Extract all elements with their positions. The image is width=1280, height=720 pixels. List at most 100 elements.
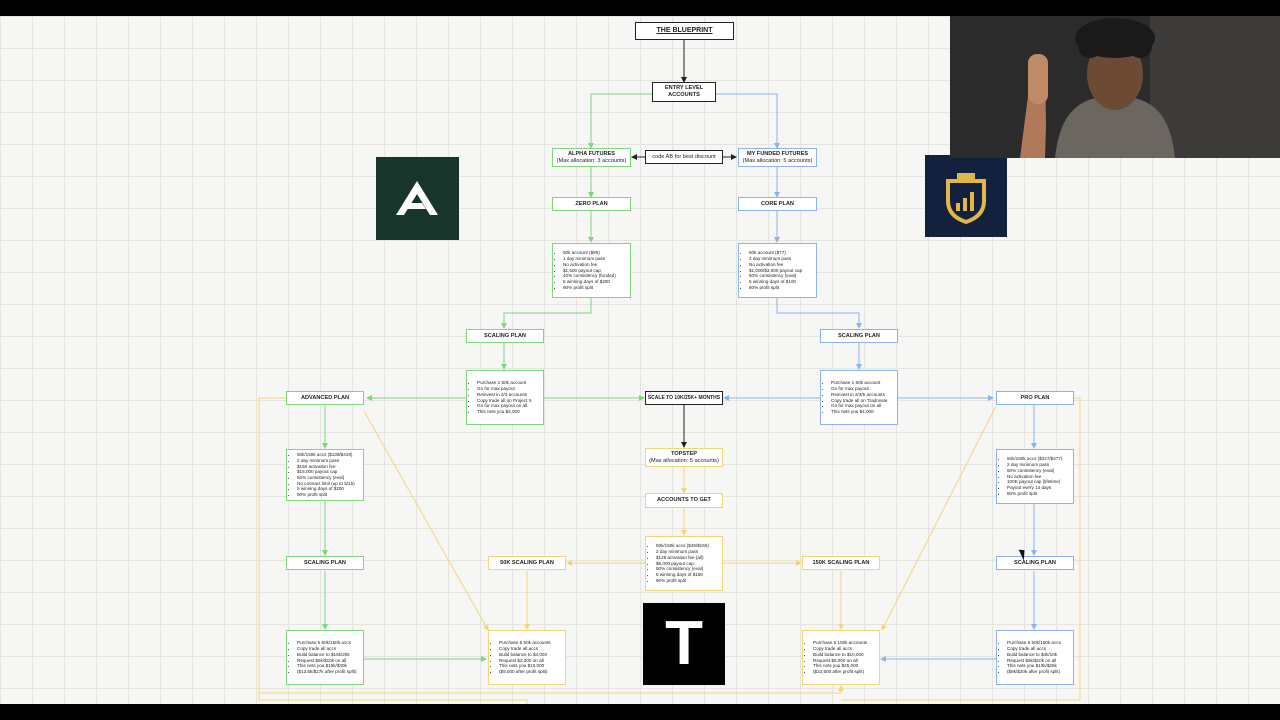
core-plan-details[interactable]: 50k account ($77)2 day minimum passNo ac… <box>738 243 817 298</box>
scaling-left-list: Purchase 1 50k accountGo for max payoutR… <box>470 380 532 414</box>
my-funded-futures-logo <box>925 155 1007 237</box>
list-item: Purchase 5 50k accounts <box>499 640 551 646</box>
list-item: 50k/150k accs ($227/$477) <box>1007 456 1062 462</box>
scaling-plan-right-label: SCALING PLAN <box>838 332 880 339</box>
list-item: Request $5k/$10k on all <box>1007 658 1061 664</box>
pro-list: 50k/150k accs ($227/$477)2 day minimum p… <box>1000 456 1062 496</box>
list-item: Copy trade all accs <box>813 646 867 652</box>
scaling-right-details[interactable]: Purchase 1 50k accountGo for max payoutR… <box>820 370 898 425</box>
scaling-plan-left-box[interactable]: SCALING PLAN <box>466 329 544 343</box>
list-item: Purchase 1 50k account <box>831 380 887 386</box>
list-item: ($8k/$20k after profit split) <box>1007 669 1061 675</box>
list-item: This nets you $25,000 <box>813 663 867 669</box>
wire-right-loop <box>841 397 1081 701</box>
list-item: $150 activation fee <box>297 464 355 470</box>
list-item: No contract limit (up to 5/15) <box>297 481 355 487</box>
list-item: 90% profit split <box>656 578 709 584</box>
mff-title: MY FUNDED FUTURES <box>746 150 809 157</box>
accounts-to-get-label: ACCOUNTS TO GET <box>657 497 711 503</box>
advanced-plan-label: ADVANCED PLAN <box>300 394 350 401</box>
list-item: ($22,500 after profit split) <box>813 669 867 675</box>
discount-code-box[interactable]: code AB for best discount <box>645 150 723 164</box>
pro-details[interactable]: 50k/150k accs ($227/$477)2 day minimum p… <box>996 449 1074 504</box>
list-item: 80% profit split <box>1007 491 1062 497</box>
mff-box[interactable]: MY FUNDED FUTURES(Max allocation: 5 acco… <box>738 148 817 167</box>
list-item: Copy trade all accs <box>1007 646 1061 652</box>
t150-bottom-details[interactable]: Purchase 5 150k accountsCopy trade all a… <box>802 630 880 685</box>
list-item: $1,500 payout cap <box>563 268 616 274</box>
accounts-to-get-box[interactable]: ACCOUNTS TO GET <box>645 493 723 508</box>
list-item: ($13.5k/$27k after profit split) <box>297 669 357 675</box>
alpha-futures-sub: (Max allocation: 3 accounts) <box>556 157 627 164</box>
scaling-150k-box[interactable]: 150K SCALING PLAN <box>802 556 880 570</box>
wire-entry-alpha <box>588 93 652 149</box>
zero-plan-details[interactable]: 50k account ($85)1 day minimum passNo ac… <box>552 243 631 298</box>
list-item: This nets you $4,000 <box>831 409 887 415</box>
list-item: 50k/150k accs ($49/$150) <box>656 543 709 549</box>
list-item: 90% profit split <box>297 492 355 498</box>
list-item: 2 day minimum pass <box>1007 462 1062 468</box>
t50-bottom-list: Purchase 5 50k accountsCopy trade all ac… <box>492 640 551 674</box>
topstep-details[interactable]: 50k/150k accs ($49/$150)2 day minimum pa… <box>645 536 723 591</box>
list-item: 80% profit split <box>749 285 802 291</box>
blueprint-title: THE BLUEPRINT <box>656 26 713 34</box>
list-item: Go for max payout <box>477 386 532 392</box>
list-item: No activation fee <box>563 262 616 268</box>
pro-bottom-details[interactable]: Purchase 5 50k/150k accsCopy trade all a… <box>996 630 1074 685</box>
list-item: 2 day minimum pass <box>297 458 355 464</box>
scaling-left-details[interactable]: Purchase 1 50k accountGo for max payoutR… <box>466 370 544 425</box>
list-item: Copy trade all accs <box>499 646 551 652</box>
list-item: 40% consistency (funded) <box>563 273 616 279</box>
topstep-title: TOPSTEP <box>670 450 697 457</box>
scaling-plan-pro-box[interactable]: SCALING PLAN <box>996 556 1074 570</box>
blueprint-title-box[interactable]: THE BLUEPRINT <box>635 22 734 40</box>
list-item: This nets you $4,000 <box>477 409 532 415</box>
scaling-plan-right-box[interactable]: SCALING PLAN <box>820 329 898 343</box>
alpha-futures-title: ALPHA FUTURES <box>567 150 616 157</box>
list-item: Purchase 5 50k/150k accs <box>297 640 357 646</box>
scale-to-box[interactable]: SCALE TO 10K/25K+ MONTHS <box>645 391 723 405</box>
list-item: Request $2,000 on all <box>499 658 551 664</box>
topstep-box[interactable]: TOPSTEP(Max allocation: 5 accounts) <box>645 448 723 467</box>
list-item: 50% consistency (eval) <box>656 566 709 572</box>
entry-level-label: ENTRY LEVEL ACCOUNTS <box>664 85 704 98</box>
alpha-futures-box[interactable]: ALPHA FUTURES(Max allocation: 3 accounts… <box>552 148 631 167</box>
list-item: 50k account ($77) <box>749 250 802 256</box>
list-item: Go for max payout on all <box>831 403 887 409</box>
list-item: 50% consistency (eval) <box>1007 468 1062 474</box>
list-item: 50k account ($85) <box>563 250 616 256</box>
scaling-plan-advanced-box[interactable]: SCALING PLAN <box>286 556 364 570</box>
wire-entry-mff <box>716 93 780 149</box>
scaling-150k-label: 150K SCALING PLAN <box>812 559 870 566</box>
t150-bottom-list: Purchase 5 150k accountsCopy trade all a… <box>806 640 867 674</box>
list-item: Request $5,000 on all <box>813 658 867 664</box>
list-item: Payout every 14 days <box>1007 485 1062 491</box>
list-item: This nets you $10,000 <box>499 663 551 669</box>
entry-level-box[interactable]: ENTRY LEVEL ACCOUNTS <box>652 82 716 102</box>
wire-zerolist-scaling <box>501 298 592 329</box>
list-item: This nets you $15k/$30k <box>297 663 357 669</box>
list-item: Build balance to $10,000 <box>813 652 867 658</box>
scaling-50k-box[interactable]: 50K SCALING PLAN <box>488 556 566 570</box>
alpha-futures-logo <box>376 157 459 240</box>
pro-plan-box[interactable]: PRO PLAN <box>996 391 1074 405</box>
zero-plan-box[interactable]: ZERO PLAN <box>552 197 631 211</box>
topstep-logo-letter: T <box>665 609 703 678</box>
topstep-logo: T <box>643 603 725 685</box>
list-item: Purchase 1 50k account <box>477 380 532 386</box>
list-item: 2 day minimum pass <box>749 256 802 262</box>
list-item: Go for max payout <box>831 386 887 392</box>
list-item: 1 day minimum pass <box>563 256 616 262</box>
t50-bottom-details[interactable]: Purchase 5 50k accountsCopy trade all ac… <box>488 630 566 685</box>
advanced-bottom-details[interactable]: Purchase 5 50k/150k accsCopy trade all a… <box>286 630 364 685</box>
alpha-futures-logo-icon <box>396 181 438 215</box>
advanced-plan-box[interactable]: ADVANCED PLAN <box>286 391 364 405</box>
core-plan-box[interactable]: CORE PLAN <box>738 197 817 211</box>
scaling-50k-label: 50K SCALING PLAN <box>500 559 554 566</box>
connector-lines <box>258 40 1081 704</box>
list-item: 90% profit split <box>563 285 616 291</box>
advanced-details[interactable]: 50k/150k accs ($139/$419)2 day minimum p… <box>286 449 364 501</box>
list-item: 5 winning days of $100 <box>749 279 802 285</box>
advanced-bottom-list: Purchase 5 50k/150k accsCopy trade all a… <box>290 640 357 674</box>
zero-plan-label: ZERO PLAN <box>575 200 608 207</box>
